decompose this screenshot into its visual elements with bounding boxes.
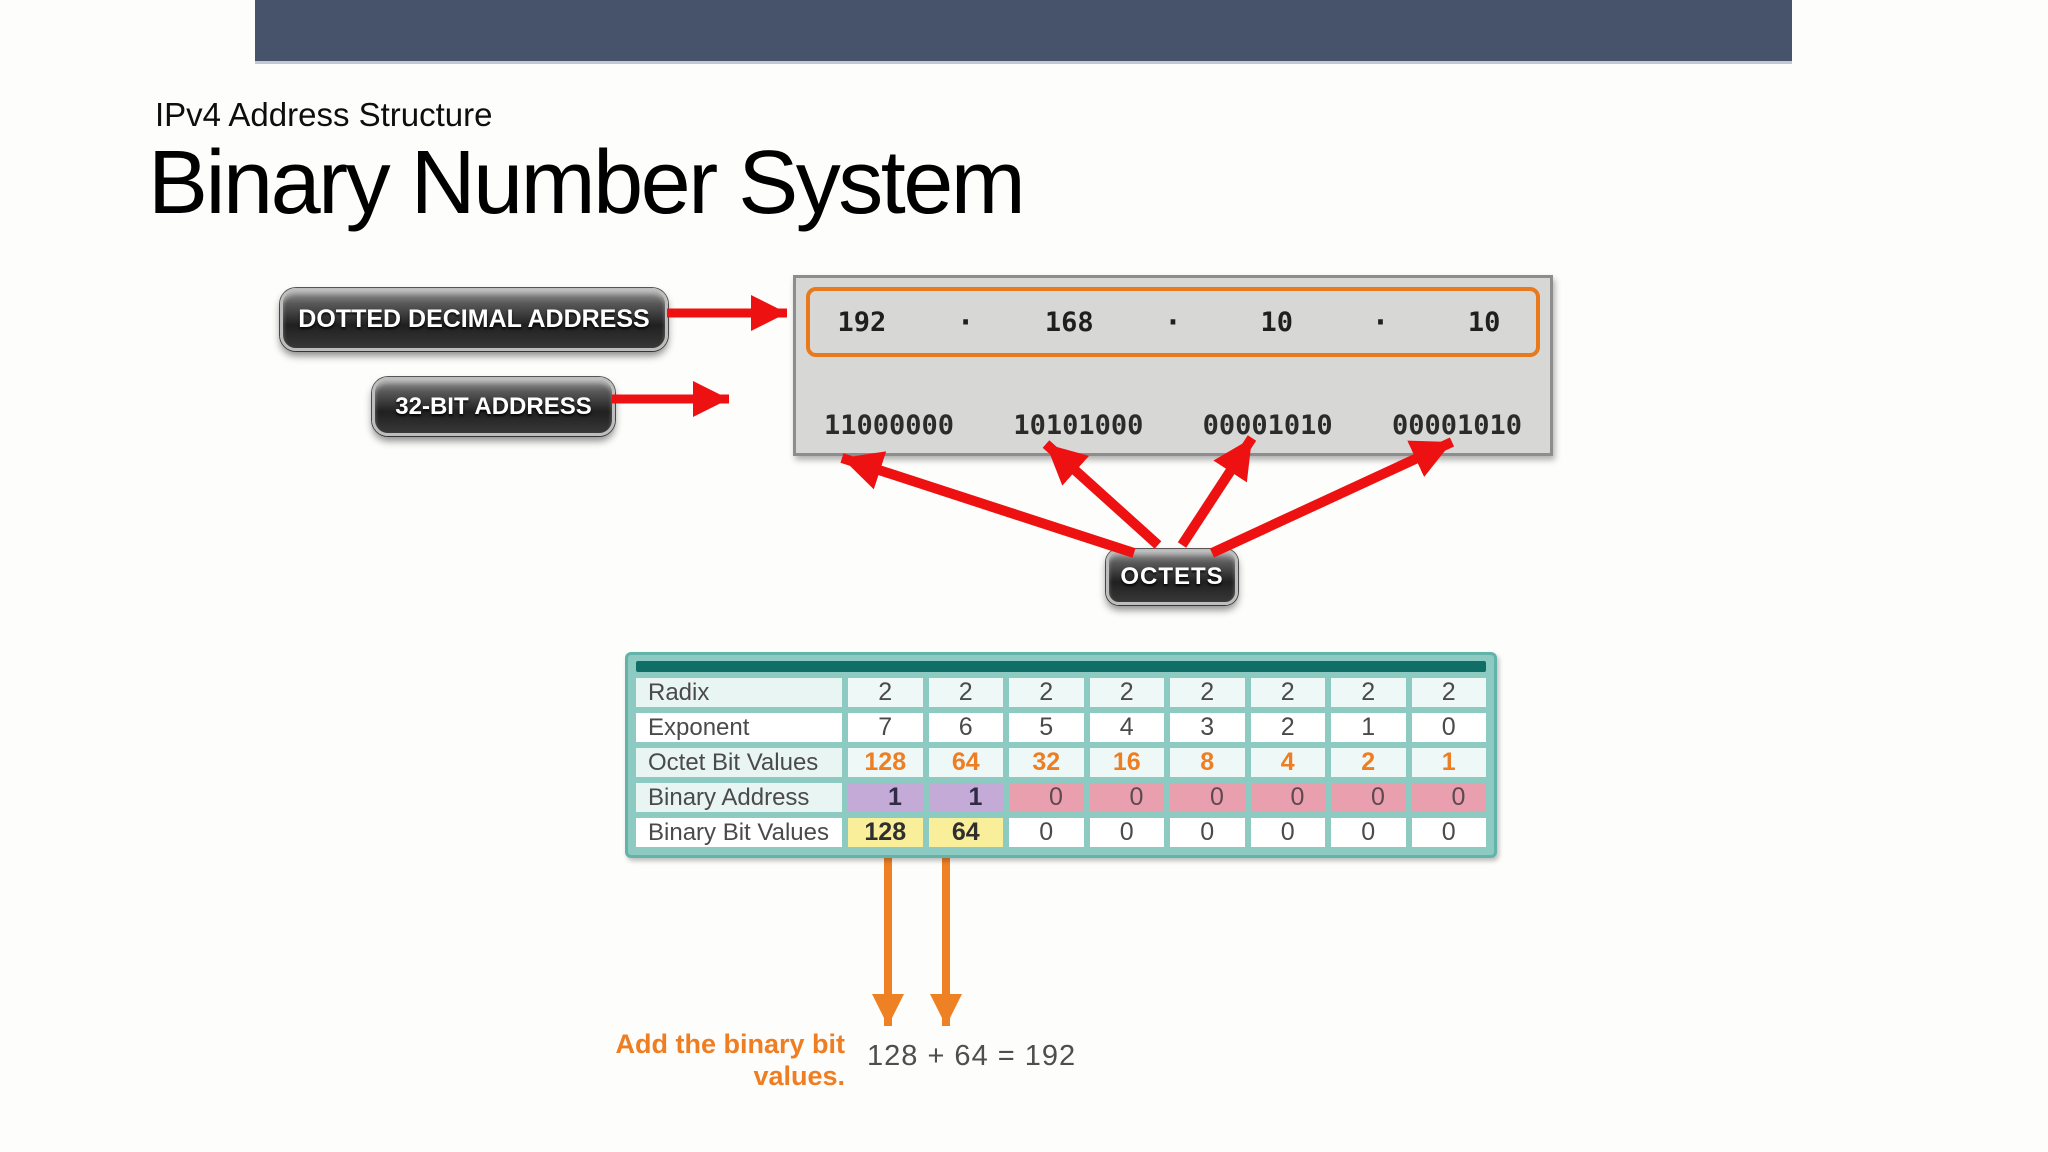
table-cell: 5 [1009,713,1084,742]
add-bits-instruction-line1: Add the binary bit [615,1029,846,1059]
table-row-label: Octet Bit Values [636,748,842,777]
table-cell: 2 [928,678,1003,707]
binary-octet: 11000000 [824,409,955,441]
octet-arrow-1 [840,451,1136,558]
table-cell: 2 [848,678,923,707]
table-cell: 2 [1331,748,1406,777]
table-cell: 6 [928,713,1003,742]
table-cell: 2 [1170,678,1245,707]
octets-label: OCTETS [1106,549,1238,605]
address-box: 192 · 168 · 10 · 10 11000000 10101000 00001010 00… [793,275,1553,456]
table-cell: 0 [1411,783,1486,812]
decimal-octet: 10 [1467,306,1501,338]
page-title: Binary Number System [148,133,1026,233]
32-bit-address-text: 32-BIT ADDRESS [395,392,592,420]
table-cell: 0 [1411,713,1486,742]
add-bits-instruction-line2: values. [753,1061,845,1092]
table-cell: 0 [1250,783,1325,812]
table-cell: 7 [848,713,923,742]
table-cell: 4 [1089,713,1164,742]
table-cell: 0 [1331,818,1406,847]
table-row-label: Binary Address [636,783,842,812]
table-cell: 128 [848,748,923,777]
table-cell: 128 [848,818,923,847]
table-cell: 8 [1170,748,1245,777]
table-cell: 0 [1009,783,1084,812]
table-cell: 0 [1250,818,1325,847]
dotted-decimal-address-label: DOTTED DECIMAL ADDRESS [280,288,668,351]
table-cell: 64 [928,748,1003,777]
table-header-bar [636,661,1486,672]
octet-arrow-2 [1042,440,1162,549]
table-cell: 32 [1009,748,1084,777]
table-cell: 1 [1411,748,1486,777]
dotted-decimal-highlight-box: 192 · 168 · 10 · 10 [806,287,1540,357]
decimal-octet: 168 [1044,306,1094,338]
octet-arrow-4 [1209,437,1455,558]
table-cell: 3 [1170,713,1245,742]
binary-octet: 00001010 [1202,409,1333,441]
table-cell: 0 [1411,818,1486,847]
binary-address-row: 11000000 10101000 00001010 00001010 [796,405,1550,445]
table-cell: 2 [1250,678,1325,707]
table-cell: 1 [928,783,1003,812]
table-row-label: Binary Bit Values [636,818,842,847]
table-row-label: Exponent [636,713,842,742]
table-row-label: Radix [636,678,842,707]
table-cell: 2 [1411,678,1486,707]
binary-octet: 00001010 [1391,409,1522,441]
32-bit-address-label: 32-BIT ADDRESS [372,377,615,436]
table-cell: 64 [928,818,1003,847]
table-cell: 1 [1331,713,1406,742]
binary-octet: 10101000 [1013,409,1144,441]
sum-equation: 128 + 64 = 192 [867,1040,1077,1072]
decimal-separator-dot: · [1371,305,1390,339]
table-cell: 2 [1331,678,1406,707]
table-cell: 4 [1250,748,1325,777]
decimal-separator-dot: · [1164,305,1182,339]
add-bits-instruction: Add the binary bit values. [540,1028,846,1093]
table-cell: 0 [1089,783,1164,812]
slide-kicker: IPv4 Address Structure [155,96,493,133]
table-cell: 0 [1170,818,1245,847]
table-cell: 0 [1170,783,1245,812]
table-cell: 0 [1009,818,1084,847]
table-cell: 0 [1331,783,1406,812]
table-cell: 2 [1009,678,1084,707]
table-cell: 2 [1250,713,1325,742]
table-cell: 16 [1089,748,1164,777]
dotted-decimal-address-text: DOTTED DECIMAL ADDRESS [298,305,650,333]
decimal-separator-dot: · [956,305,975,339]
decimal-octet: 10 [1260,306,1293,338]
header-accent-bar [255,0,1792,64]
table-cell: 1 [848,783,923,812]
table-cell: 2 [1089,678,1164,707]
decimal-octet: 192 [837,306,887,338]
octets-text: OCTETS [1120,563,1224,590]
table-cell: 0 [1089,818,1164,847]
